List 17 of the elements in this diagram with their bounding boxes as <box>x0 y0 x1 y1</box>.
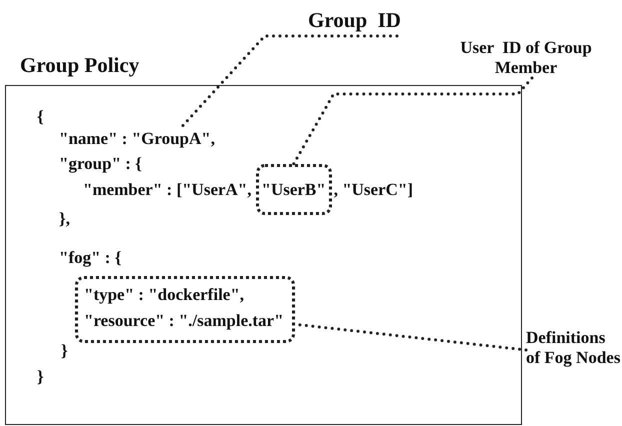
highlight-box: "type" : "dockerfile", "resource" : "./sample.tar" <box>75 276 295 343</box>
leader-line <box>179 34 398 130</box>
code-text: , "UserC"] <box>334 178 414 200</box>
code-text: "fog" : { <box>59 247 122 269</box>
highlight-box: "UserB" <box>256 164 332 215</box>
code-text: "member" : ["UserA", <box>83 178 252 200</box>
panel-title: Group Policy <box>20 52 140 78</box>
code-text: } <box>61 340 68 362</box>
code-text: { <box>37 106 44 128</box>
annotation-text: Group ID <box>308 4 401 36</box>
code-text: } <box>37 366 44 388</box>
code-text: "group" : { <box>59 153 142 175</box>
leader-line <box>292 76 534 166</box>
code-line: "name" : "GroupA", <box>59 128 215 150</box>
annotation-text: Definitions of Fog Nodes <box>526 328 622 368</box>
annotation-text: User ID of Group Member <box>432 38 620 78</box>
code-text: }, <box>59 208 70 230</box>
